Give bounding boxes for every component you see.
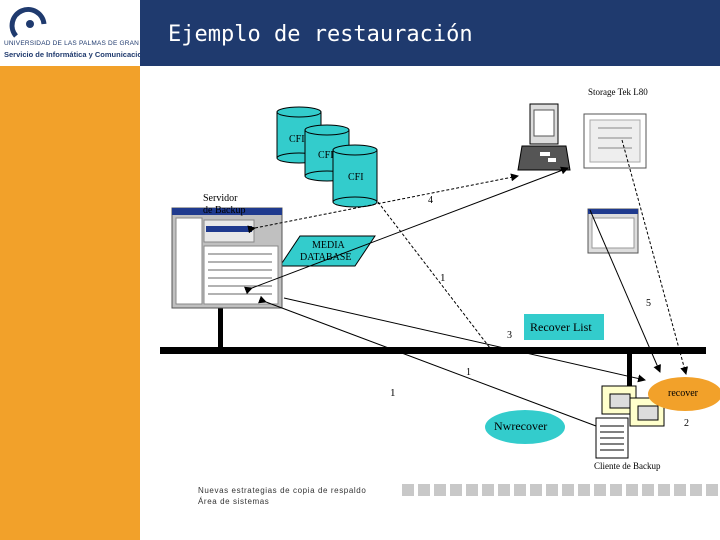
step-5: 5 — [646, 298, 651, 309]
step-1-top: 1 — [440, 272, 446, 284]
logo-service-text: Servicio de Informática y Comunicaciones — [4, 50, 155, 59]
media-db-line1: MEDIA — [312, 240, 345, 251]
server-label-line2: de Backup — [203, 205, 246, 216]
sidebar-band — [0, 66, 140, 540]
backup-client-icon — [595, 385, 665, 459]
footer-course: Nuevas estrategias de copia de respaldo — [198, 486, 367, 495]
ulpgc-logo-icon — [9, 7, 47, 38]
step-1-left: 1 — [390, 387, 396, 399]
nwrecover-label: Nwrecover — [494, 419, 548, 433]
storage-window-icon — [587, 208, 639, 254]
step-3: 3 — [507, 330, 512, 341]
cfi-label-1: CFI — [289, 134, 305, 145]
media-db-line2: DATABASE — [300, 252, 352, 263]
recover-list-label: Recover List — [530, 320, 592, 334]
tape-library-icon — [583, 113, 647, 169]
cfi-label-2: CFI — [318, 150, 334, 161]
footer-squares — [402, 484, 718, 496]
client-bus-drop — [627, 350, 632, 388]
recover-label: recover — [668, 388, 698, 399]
step-4: 4 — [428, 195, 433, 206]
arrow-server-client — [283, 297, 646, 383]
arrow-cfi-bus — [377, 201, 491, 349]
storage-label: Storage Tek L80 — [588, 87, 648, 97]
step-1-mid: 1 — [466, 367, 471, 378]
logo-university-text: UNIVERSIDAD DE LAS PALMAS DE GRAN CANARI… — [4, 40, 172, 47]
arrow-window-client — [589, 209, 661, 373]
client-label: Cliente de Backup — [594, 461, 661, 471]
recover-list-box — [524, 314, 604, 340]
footer-area: Área de sistemas — [198, 497, 270, 506]
server-bus-drop — [218, 307, 223, 349]
slide-title: Ejemplo de restauración — [168, 22, 473, 47]
recover-oval — [648, 377, 720, 411]
nwrecover-oval — [485, 410, 565, 444]
storage-computer-icon — [517, 103, 571, 171]
university-logo: UNIVERSIDAD DE LAS PALMAS DE GRAN CANARI… — [0, 0, 171, 66]
backup-server-screen — [171, 207, 283, 309]
server-label-line1: Servidor — [203, 193, 238, 204]
network-bus — [160, 347, 706, 354]
arrow-server-tape — [244, 166, 569, 295]
arrow-tape-client — [621, 139, 689, 375]
arrow-client-server — [258, 295, 597, 427]
cfi-label-3: CFI — [348, 172, 364, 183]
header: UNIVERSIDAD DE LAS PALMAS DE GRAN CANARI… — [0, 0, 720, 66]
title-bar — [140, 0, 720, 66]
step-2: 2 — [684, 418, 689, 429]
